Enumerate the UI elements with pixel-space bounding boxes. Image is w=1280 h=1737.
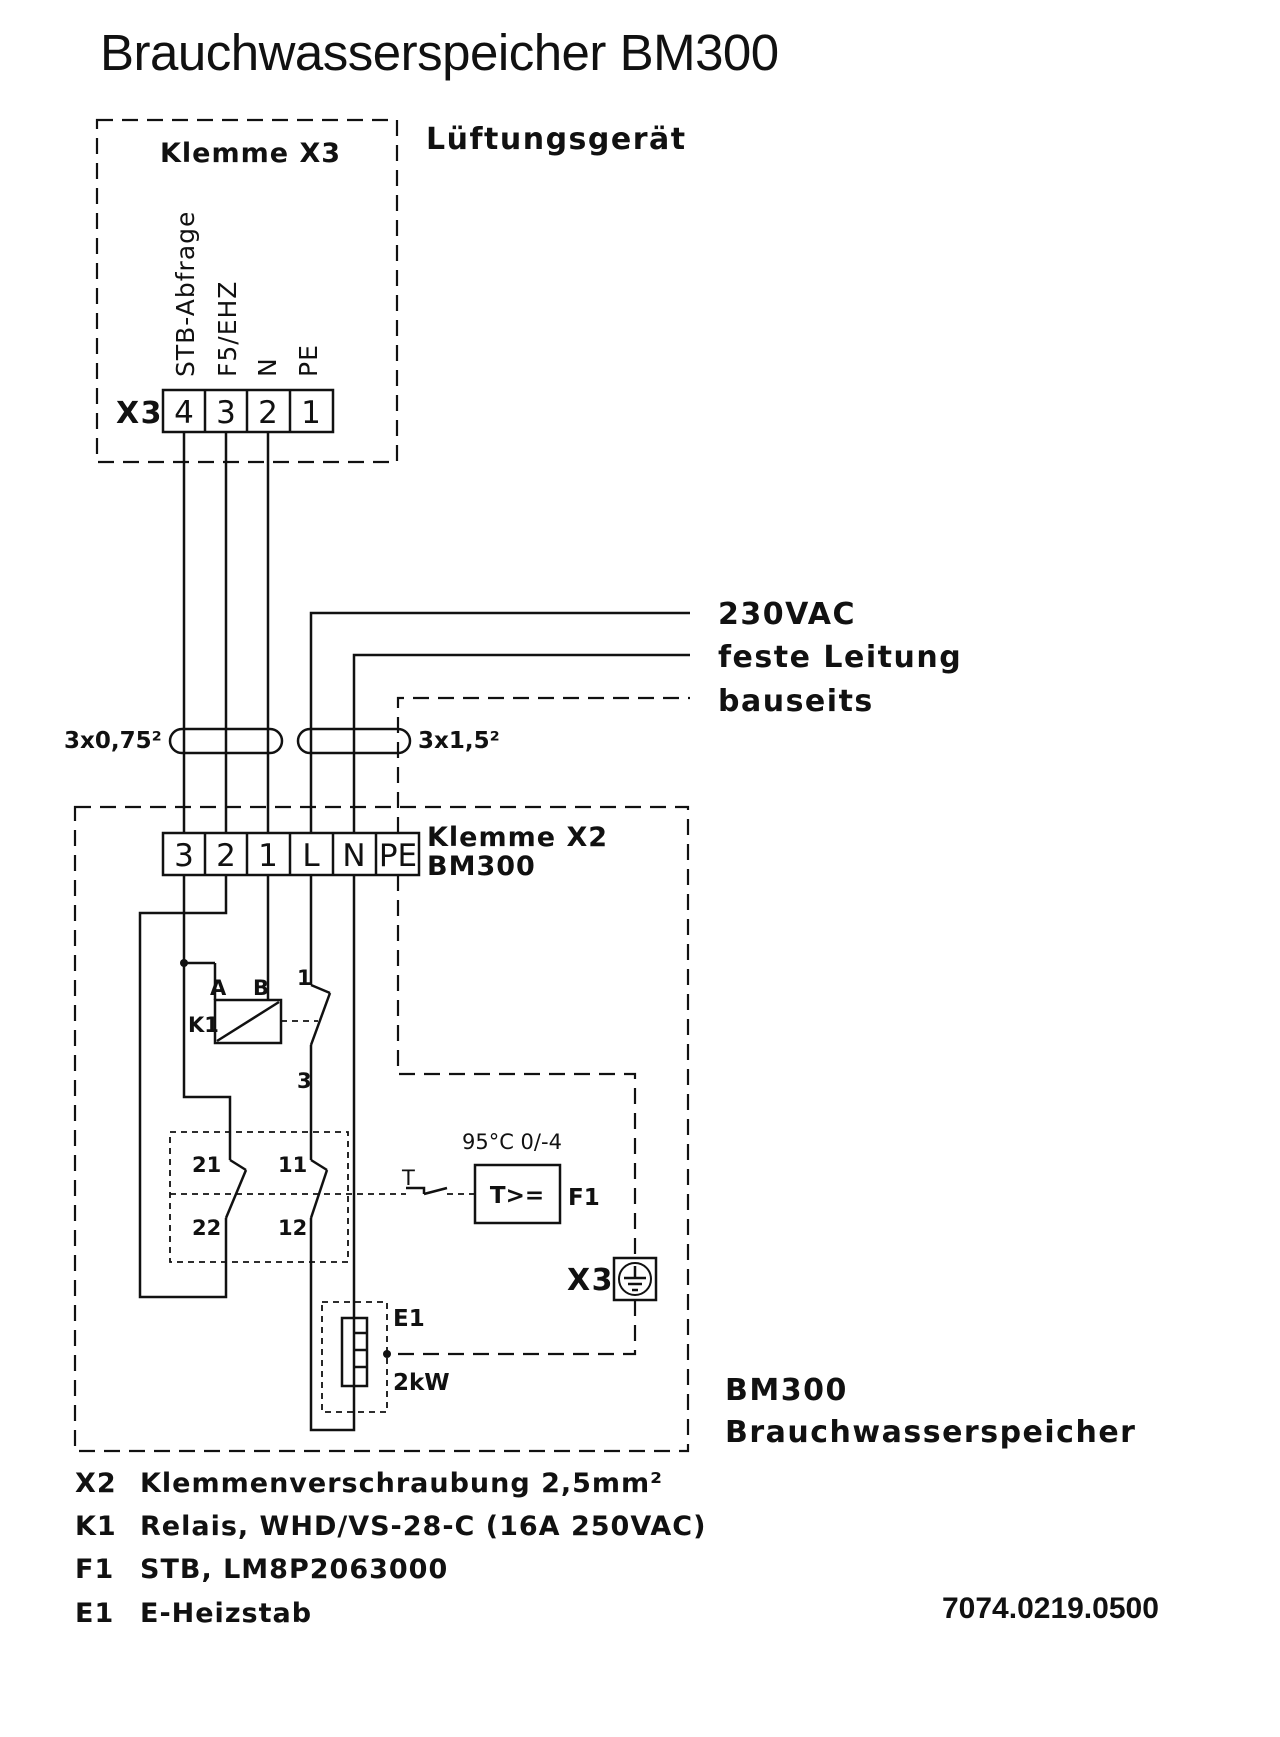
stb-contact-11: 11 xyxy=(278,1153,307,1177)
diagram-title: Brauchwasserspeicher BM300 xyxy=(100,24,779,81)
bottom-terminal-l: L xyxy=(302,838,320,874)
relay-pin-b: B xyxy=(253,976,269,1000)
legend-code-x2: X2 xyxy=(75,1468,117,1499)
relay-contact-1: 1 xyxy=(297,966,312,990)
stb-setting: 95°C 0/-4 xyxy=(462,1130,562,1154)
ventilation-unit-boundary xyxy=(95,118,399,464)
top-strip-label: X3 xyxy=(116,396,163,431)
control-cable-spec: 3x0,75² xyxy=(64,728,162,754)
bottom-terminal-label: Klemme X2 xyxy=(427,822,608,853)
document-number: 7074.0219.0500 xyxy=(942,1592,1159,1625)
top-terminal-3: 3 xyxy=(216,395,236,431)
earth-symbol xyxy=(612,1256,658,1302)
stb-t-mark: T xyxy=(401,1166,415,1190)
top-terminal-strip: 4 3 2 1 xyxy=(161,388,335,434)
stb-contact-12: 12 xyxy=(278,1216,307,1240)
stb-label: F1 xyxy=(568,1185,600,1211)
supply-onsite-label: bauseits xyxy=(718,684,874,719)
relay-label: K1 xyxy=(188,1013,219,1037)
signal-label-n: N xyxy=(253,357,282,377)
legend-text-f1: STB, LM8P2063000 xyxy=(140,1554,448,1585)
supply-cable-spec: 3x1,5² xyxy=(418,728,500,754)
top-terminal-2: 2 xyxy=(258,395,278,431)
stb-symbol: T>= xyxy=(490,1183,544,1209)
earth-label: X3 xyxy=(567,1263,614,1298)
legend: X2 Klemmenverschraubung 2,5mm² K1 Relais… xyxy=(75,1468,706,1629)
ventilation-unit-label: Lüftungsgerät xyxy=(426,122,687,157)
bottom-terminal-sublabel: BM300 xyxy=(427,851,536,882)
legend-code-k1: K1 xyxy=(75,1511,117,1542)
bottom-terminal-pe: PE xyxy=(379,838,417,874)
bm300-boundary xyxy=(73,805,690,1453)
bottom-terminal-1: 1 xyxy=(258,838,278,874)
top-terminal-1: 1 xyxy=(301,395,321,431)
legend-text-e1: E-Heizstab xyxy=(140,1598,312,1629)
relay-k1 xyxy=(213,983,332,1046)
internal-wiring xyxy=(138,875,637,1432)
relay-pin-a: A xyxy=(210,976,227,1000)
bottom-terminal-3: 3 xyxy=(174,838,194,874)
signal-label-f5-ehz: F5/EHZ xyxy=(213,281,242,377)
bm300-label: BM300 xyxy=(725,1373,848,1408)
heater-symbol xyxy=(340,1316,369,1397)
legend-code-f1: F1 xyxy=(75,1554,114,1585)
control-cable-wires xyxy=(182,432,270,833)
stb-contact-21: 21 xyxy=(192,1153,221,1177)
supply-cable-sleeve xyxy=(296,727,412,755)
legend-text-k1: Relais, WHD/VS-28-C (16A 250VAC) xyxy=(140,1511,706,1542)
bottom-terminal-2: 2 xyxy=(216,838,236,874)
control-cable-sleeve xyxy=(168,727,284,755)
heater-label: E1 xyxy=(393,1306,425,1332)
top-terminal-4: 4 xyxy=(174,395,194,431)
bm300-subtitle: Brauchwasserspeicher xyxy=(725,1415,1136,1450)
signal-label-stb-abfrage: STB-Abfrage xyxy=(171,211,200,377)
stb-contact-22: 22 xyxy=(192,1216,221,1240)
legend-text-x2: Klemmenverschraubung 2,5mm² xyxy=(140,1468,663,1499)
stb-contacts xyxy=(170,1158,475,1219)
supply-wires xyxy=(309,611,690,833)
top-terminal-box-label: Klemme X3 xyxy=(160,138,341,169)
stb-contact-group xyxy=(169,1131,349,1263)
bottom-terminal-n: N xyxy=(342,838,365,874)
supply-fixed-line-label: feste Leitung xyxy=(718,640,962,675)
legend-code-e1: E1 xyxy=(75,1598,114,1629)
supply-voltage-label: 230VAC xyxy=(718,597,856,632)
bottom-terminal-strip: 3 2 1 L N PE xyxy=(161,831,421,877)
heater-power: 2kW xyxy=(393,1370,450,1396)
stb-box xyxy=(473,1163,562,1225)
relay-contact-3: 3 xyxy=(297,1069,312,1093)
signal-label-pe: PE xyxy=(294,344,323,377)
